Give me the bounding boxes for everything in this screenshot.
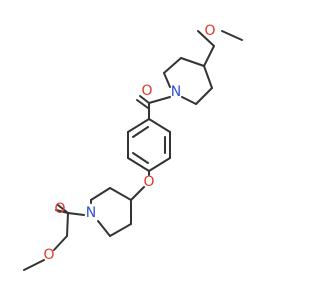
bond [203,65,213,89]
bond [148,118,171,133]
bond [197,30,215,47]
oxygen-atom: O [43,247,54,263]
bond [90,187,111,201]
molecule-canvas: O N O O N O O [23,23,243,271]
bond [136,99,149,109]
bond [23,259,45,271]
bond [57,204,69,214]
bond [66,212,69,237]
bond [130,186,145,201]
bond [163,72,171,88]
bond [127,157,150,172]
bond [139,95,150,104]
bond [132,126,149,138]
nitrogen-atom: N [86,205,96,221]
bond [97,220,111,237]
nitrogen-atom: N [171,84,181,100]
bond [109,187,132,201]
oxygen-atom: O [143,174,154,190]
bond [148,157,171,172]
bond [53,235,68,251]
oxygen-atom: O [54,201,65,217]
bond [132,152,149,164]
molecule-structure: O N O O N O O [23,23,243,271]
oxygen-atom: O [141,83,152,99]
bond [148,96,171,104]
bond [203,45,215,67]
bond [163,57,182,74]
bond [221,30,243,41]
bond [195,87,213,105]
bond [67,212,85,216]
bond [180,57,205,67]
bond [181,96,197,105]
bond [127,118,150,133]
oxygen-atom: O [204,23,215,39]
bond [109,223,132,237]
